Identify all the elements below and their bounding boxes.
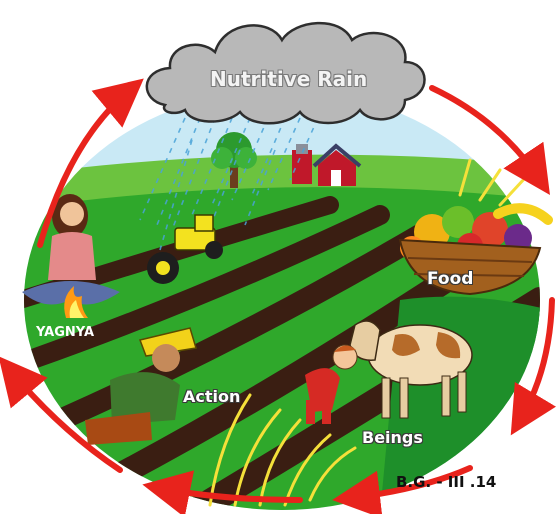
yagnya-label: YAGNYA bbox=[36, 325, 95, 340]
nutritive-rain-label: Nutritive Rain bbox=[210, 67, 368, 91]
cow-icon bbox=[349, 320, 473, 419]
wheat-icon bbox=[208, 158, 527, 507]
cycle-arrow-icon bbox=[0, 78, 557, 514]
child-icon bbox=[305, 344, 358, 424]
beings-label: Beings bbox=[362, 428, 423, 447]
cloud-icon bbox=[145, 21, 426, 125]
fire-icon bbox=[64, 286, 88, 318]
food-label: Food bbox=[427, 269, 474, 289]
tractor-icon bbox=[147, 214, 223, 284]
tree-icon bbox=[211, 132, 257, 188]
fruit-basket-icon bbox=[398, 203, 553, 296]
action-label: Action bbox=[183, 387, 241, 406]
farmer-icon bbox=[85, 327, 197, 445]
barn-icon bbox=[292, 143, 362, 186]
verse-reference: B.G. - III .14 bbox=[396, 473, 497, 491]
